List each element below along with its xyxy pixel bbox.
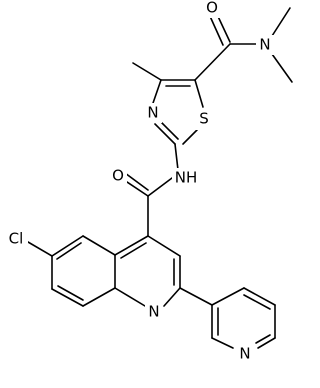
bond [208, 13, 224, 46]
atom-label-chlorine: Cl [9, 230, 24, 248]
atom-label-carbonyl-oxygen: O [206, 0, 218, 17]
bonds [27, 7, 293, 349]
bond [51, 288, 84, 307]
bond [120, 242, 147, 259]
bond [211, 287, 245, 306]
bond [56, 242, 82, 260]
atom-label-amide-nh: NH [175, 169, 198, 187]
atom-label-linker-oxygen: O [112, 167, 124, 185]
bond [147, 235, 181, 257]
bond [174, 143, 179, 171]
atom-labels: O N N S O NH Cl N N [4, 0, 274, 364]
bond [27, 241, 53, 257]
bond [257, 337, 276, 349]
bond [194, 79, 204, 108]
bond [194, 43, 231, 81]
atom-label-thiazole-nitrogen: N [147, 104, 158, 122]
bond [182, 129, 198, 145]
chemical-structure: O N N S O NH Cl N N [4, 0, 293, 364]
bond [82, 287, 116, 307]
bond [147, 177, 173, 197]
bond [114, 287, 146, 307]
bond [57, 285, 84, 301]
bond [271, 53, 293, 83]
bond [154, 123, 176, 145]
bond [51, 235, 84, 257]
bond [82, 235, 116, 256]
bond [271, 7, 291, 37]
bond [132, 62, 162, 81]
atom-label-quinoline-nitrogen: N [148, 303, 159, 321]
atom-label-pyridine-nitrogen: N [239, 345, 250, 363]
bond [163, 287, 181, 307]
bond [255, 334, 271, 344]
bond [124, 172, 149, 191]
atom-label-thiazole-sulfur: S [199, 110, 209, 128]
atom-label-amide-nitrogen: N [259, 36, 270, 54]
bond [243, 287, 276, 306]
bond [114, 235, 149, 256]
bond [161, 122, 179, 140]
bond [211, 337, 234, 349]
bond [179, 287, 213, 306]
bond [243, 294, 271, 310]
bond [151, 79, 162, 107]
